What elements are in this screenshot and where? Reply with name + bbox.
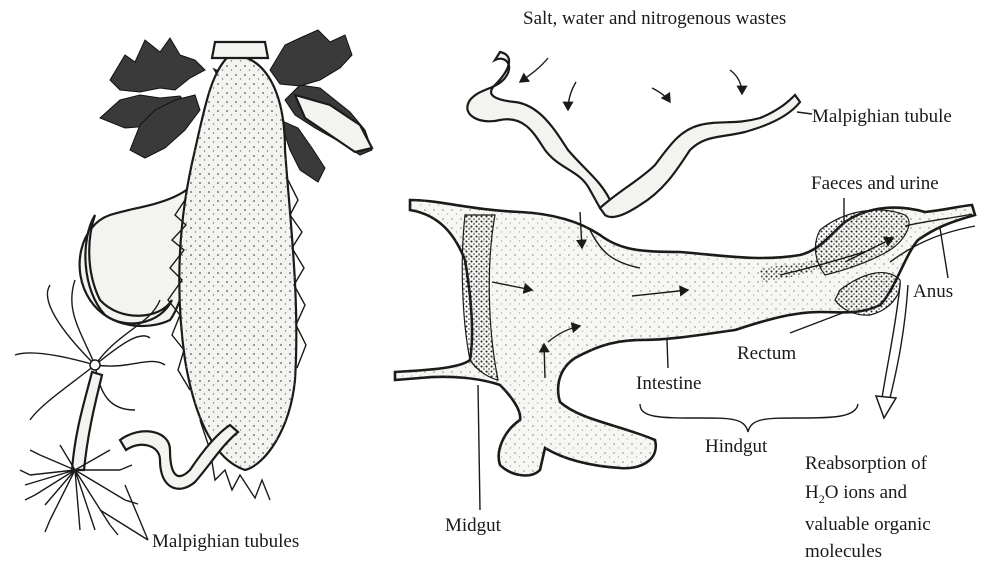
intestine-label: Intestine <box>636 374 701 393</box>
reabsorption-line-1: Reabsorption of <box>805 454 927 473</box>
rectum-label: Rectum <box>737 344 796 363</box>
malpighian-tubules-label: Malpighian tubules <box>152 532 299 551</box>
left-gut-figure <box>15 30 372 540</box>
malpighian-tubule-left-branch <box>467 52 610 208</box>
malpighian-tubule-right-branch <box>600 95 800 217</box>
reabsorption-rest: O ions and <box>825 482 907 503</box>
midgut-label: Midgut <box>445 516 501 535</box>
reabsorption-line-4: molecules <box>805 542 882 561</box>
reabsorption-line-3: valuable organic <box>805 515 931 534</box>
anus-label: Anus <box>913 282 953 301</box>
hindgut-label: Hindgut <box>705 437 767 456</box>
reabsorption-line-2: H2O ions and <box>805 483 907 505</box>
reabsorption-h: H <box>805 482 819 503</box>
top-caption-label: Salt, water and nitrogenous wastes <box>523 9 786 28</box>
faeces-and-urine-label: Faeces and urine <box>811 174 939 193</box>
malpighian-tubule-label: Malpighian tubule <box>812 107 952 126</box>
